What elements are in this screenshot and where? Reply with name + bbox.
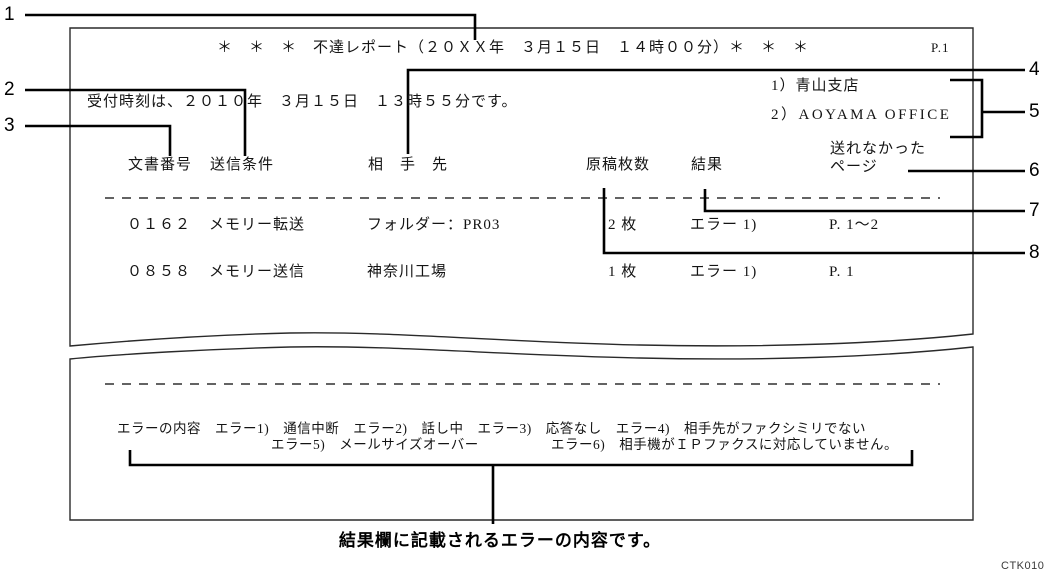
table-row-cell-failed: P. 1～2 xyxy=(829,217,880,233)
table-row-cell-doc-no: ０８５８ xyxy=(127,264,192,280)
table-row-cell-condition: メモリー送信 xyxy=(209,264,306,280)
table-row-cell-destination: 神奈川工場 xyxy=(367,264,448,280)
error-legend-line-2b: エラー6) 相手機がＩＰファクスに対応していません。 xyxy=(551,437,899,452)
table-row-cell-pages: 1 枚 xyxy=(608,264,638,280)
reception-time: 受付時刻は、２０１０年 ３月１５日 １３時５５分です。 xyxy=(87,94,518,110)
report-page-outline-bottom xyxy=(69,346,974,521)
table-row-cell-failed: P. 1 xyxy=(829,264,855,280)
callout-4-label: 4 xyxy=(1029,59,1040,80)
table-row-cell-condition: メモリー転送 xyxy=(209,217,306,233)
callout-7-label: 7 xyxy=(1029,200,1040,221)
figure-code: CTK010 xyxy=(1001,560,1045,572)
own-name-line-2: 2）AOYAMA OFFICE xyxy=(771,107,952,123)
figure-caption: 結果欄に記載されるエラーの内容です。 xyxy=(338,531,662,550)
own-name-line-1: 1）青山支店 xyxy=(771,78,860,94)
callout-line-8 xyxy=(602,188,1025,255)
column-header-condition: 送信条件 xyxy=(209,157,276,175)
table-row-cell-pages: 2 枚 xyxy=(608,217,638,233)
callout-3-label: 3 xyxy=(4,115,15,136)
column-header-result: 結果 xyxy=(690,157,725,175)
table-row-cell-doc-no: ０１６２ xyxy=(127,217,192,233)
report-page-outline xyxy=(69,27,974,347)
callout-6-label: 6 xyxy=(1029,160,1040,181)
callout-line-4 xyxy=(406,68,1025,154)
table-row-cell-result: エラー 1) xyxy=(690,264,758,280)
column-header-pages: 原稿枚数 xyxy=(585,157,652,175)
table-row-cell-destination: フォルダー：PR03 xyxy=(367,217,501,233)
callout-line-7 xyxy=(703,189,1025,213)
page-number: P.1 xyxy=(931,40,950,55)
callout-line-5-bracket xyxy=(950,78,1025,139)
report-title: ＊ ＊ ＊ 不達レポート（２０ＸＸ年 ３月１５日 １４時００分）＊ ＊ ＊ xyxy=(217,40,810,56)
column-header-doc-no: 文書番号 xyxy=(127,157,194,175)
column-header-failed-pages-line2: ページ xyxy=(829,159,879,177)
callout-line-1 xyxy=(25,13,477,40)
callout-5-label: 5 xyxy=(1029,101,1040,122)
callout-8-label: 8 xyxy=(1029,242,1040,263)
error-legend-line-2a: エラー5) メールサイズオーバー xyxy=(271,437,479,452)
column-header-destination: 相 手 先 xyxy=(367,157,450,175)
callout-line-3 xyxy=(25,124,172,156)
column-header-failed-pages-line1: 送れなかった xyxy=(829,141,928,159)
callout-line-2 xyxy=(25,88,247,156)
callout-1-label: 1 xyxy=(4,4,15,25)
error-legend-line-1: エラーの内容 エラー1) 通信中断 エラー2) 話し中 エラー3) 応答なし エ… xyxy=(117,421,866,436)
callout-2-label: 2 xyxy=(4,79,15,100)
caption-bracket xyxy=(128,450,914,524)
table-row-cell-result: エラー 1) xyxy=(690,217,758,233)
